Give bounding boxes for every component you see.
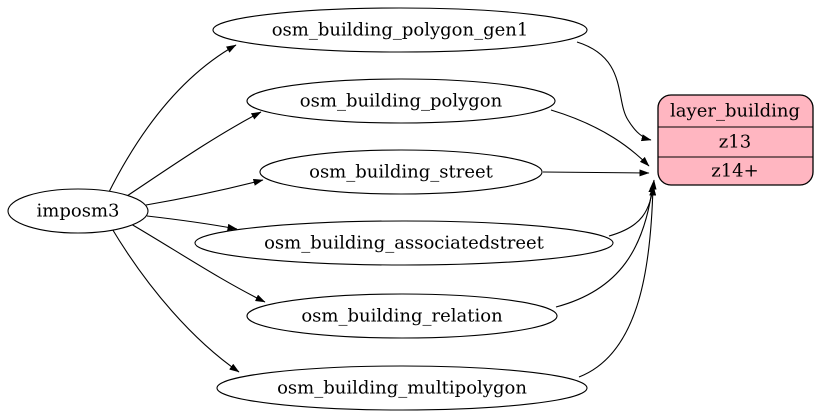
edge-imposm3-to-osm-building-multipolygon (110, 226, 240, 373)
imposm3-label: imposm3 (37, 201, 120, 222)
layer-building-row-z14plus: z14+ (711, 161, 758, 182)
node-osm-building-associatedstreet: osm_building_associatedstreet (194, 220, 614, 266)
edge-imposm3-to-osm-building-relation (130, 223, 266, 303)
osm-building-street-label: osm_building_street (309, 162, 494, 183)
imposm3-ellipse (7, 188, 149, 234)
edge-osm-building-associatedstreet-to-z14 (608, 179, 657, 237)
edge-osm-building-relation-to-z14 (555, 182, 656, 308)
node-osm-building-polygon: osm_building_polygon (246, 78, 556, 124)
node-imposm3: imposm3 (7, 188, 149, 234)
edge-osm-building-polygon-gen1-to-z13 (576, 41, 652, 142)
layer-building-row-z13: z13 (719, 132, 751, 153)
edge-imposm3-to-osm-building-street (145, 178, 264, 206)
osm-building-associatedstreet-ellipse (194, 220, 614, 266)
osm-building-associatedstreet-label: osm_building_associatedstreet (264, 233, 545, 254)
osm-building-multipolygon-ellipse (216, 365, 588, 411)
node-osm-building-polygon-gen1: osm_building_polygon_gen1 (212, 7, 588, 53)
osm-building-street-ellipse (259, 149, 543, 195)
osm-building-polygon-label: osm_building_polygon (300, 91, 503, 112)
node-layer-building: layer_building z13 z14+ (657, 94, 814, 186)
osm-building-polygon-gen1-ellipse (212, 7, 588, 53)
edge-osm-building-polygon-to-z14 (550, 109, 650, 167)
osm-building-polygon-gen1-label: osm_building_polygon_gen1 (272, 20, 529, 41)
osm-building-polygon-ellipse (246, 78, 556, 124)
layer-building-box (657, 94, 814, 186)
edge-imposm3-to-osm-building-polygon (123, 111, 262, 199)
edge-imposm3-to-osm-building-polygon-gen1 (107, 44, 237, 195)
edge-imposm3-to-osm-building-associatedstreet (146, 215, 238, 231)
osm-building-relation-ellipse (246, 293, 558, 339)
osm-building-relation-label: osm_building_relation (301, 306, 503, 327)
edge-osm-building-street-to-z14 (542, 169, 650, 177)
node-osm-building-relation: osm_building_relation (246, 293, 558, 339)
edge-group (107, 41, 657, 378)
layer-building-title: layer_building (670, 101, 800, 122)
node-osm-building-multipolygon: osm_building_multipolygon (216, 365, 588, 411)
osm-building-multipolygon-label: osm_building_multipolygon (277, 378, 527, 399)
node-osm-building-street: osm_building_street (259, 149, 543, 195)
edge-osm-building-multipolygon-to-z14 (578, 185, 657, 378)
